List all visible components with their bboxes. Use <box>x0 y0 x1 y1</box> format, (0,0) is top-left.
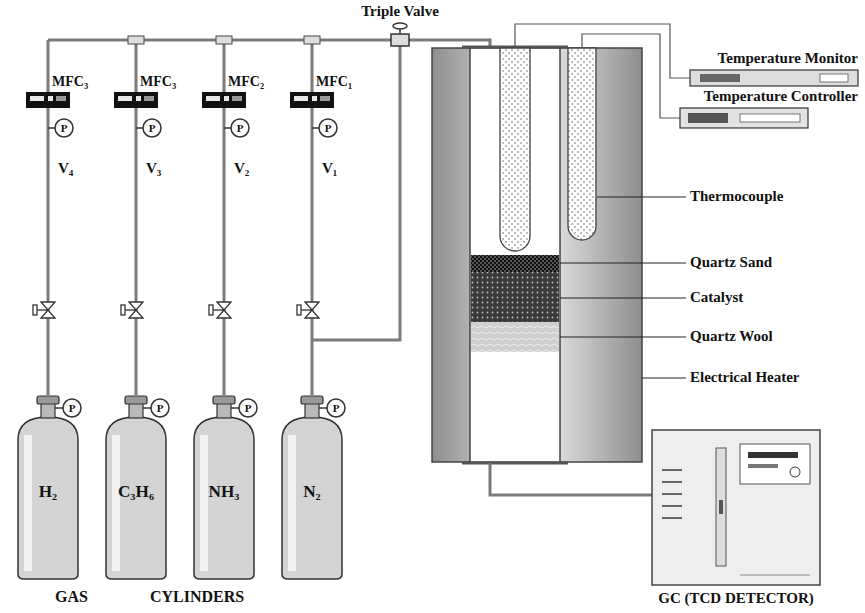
valve-label: Triple Valve <box>361 3 439 20</box>
controller-body <box>290 92 334 108</box>
gas-line <box>311 108 314 395</box>
gauge-label: P <box>157 402 164 415</box>
leader-lines <box>560 197 686 378</box>
valve-label: V₂ <box>234 160 249 177</box>
gauge-label: P <box>245 402 252 415</box>
controller-body <box>114 92 158 108</box>
gas-cylinder: H₂ <box>10 395 86 580</box>
gas-cylinder: C₃H₆ <box>98 395 174 580</box>
gauge-label: P <box>61 122 68 135</box>
group-label: CYLINDERS <box>150 588 244 606</box>
needle-valves <box>33 302 319 318</box>
controller-label: MFC₂ <box>228 74 264 90</box>
outlet-line <box>490 463 652 495</box>
gauge-label: P <box>325 122 332 135</box>
valve-label: V₄ <box>58 160 73 177</box>
gas-cylinder: NH₃ <box>186 395 262 580</box>
tee-fittings <box>128 36 320 44</box>
group-label: GAS <box>55 588 88 606</box>
instrument-label: GC (TCD DETECTOR) <box>658 590 814 607</box>
gas-chromatograph <box>652 430 820 585</box>
gas-manifold <box>48 40 490 340</box>
gas-formula: C₃H₆ <box>98 481 174 503</box>
controller-label: MFC₁ <box>316 74 352 90</box>
temperature-monitor-device <box>690 70 858 86</box>
gauge-label: P <box>237 122 244 135</box>
mass-flow-controller: MFC₃ <box>26 74 98 108</box>
controller-body <box>26 92 70 108</box>
gas-formula: N₂ <box>274 481 350 503</box>
controller-body <box>202 92 246 108</box>
mass-flow-controller: MFC₁ <box>290 74 362 108</box>
gauge-label: P <box>149 122 156 135</box>
part-label: Quartz Sand <box>690 254 772 271</box>
gas-formula: H₂ <box>10 481 86 503</box>
pressure-gauges <box>48 119 337 137</box>
part-label: Quartz Wool <box>690 328 773 345</box>
gas-line <box>47 108 50 395</box>
mass-flow-controller: MFC₂ <box>202 74 274 108</box>
part-label: Electrical Heater <box>690 369 800 386</box>
thermocouple-wires <box>515 24 690 118</box>
valve-label: V₃ <box>146 160 161 177</box>
controller-label: MFC₃ <box>52 74 88 90</box>
gas-line <box>135 108 138 395</box>
mass-flow-controller: MFC₃ <box>114 74 186 108</box>
gauge-label: P <box>69 402 76 415</box>
gas-formula: NH₃ <box>186 481 262 503</box>
instrument-label: Temperature Controller <box>704 88 858 105</box>
gas-line <box>223 108 226 395</box>
part-label: Catalyst <box>690 289 743 306</box>
part-label: Thermocouple <box>690 188 783 205</box>
gas-cylinder: N₂ <box>274 395 350 580</box>
temperature-controller-device <box>680 108 808 128</box>
valve-label: V₁ <box>322 160 337 177</box>
gauge-label: P <box>333 402 340 415</box>
instrument-label: Temperature Monitor <box>718 50 858 67</box>
reactor <box>432 47 642 463</box>
triple-valve-symbol <box>391 23 409 46</box>
controller-label: MFC₃ <box>140 74 176 90</box>
